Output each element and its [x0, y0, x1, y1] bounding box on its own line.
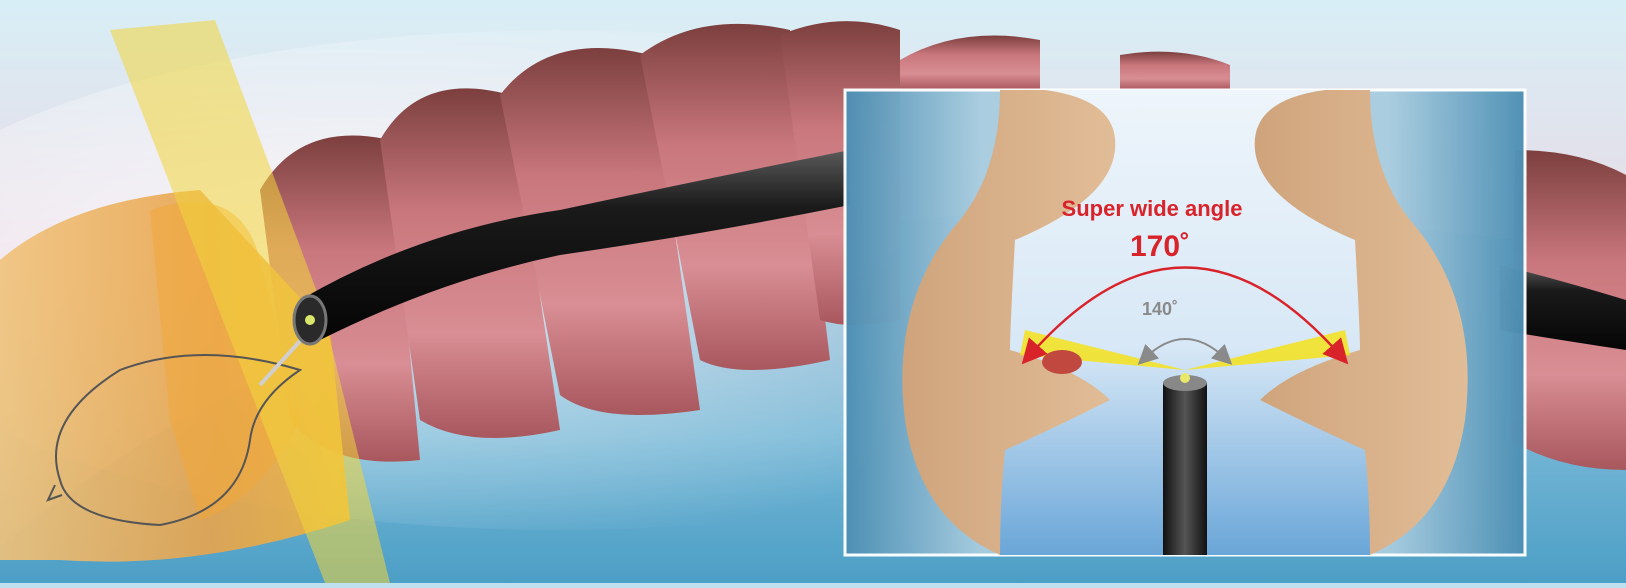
- wide-angle-value: 170˚: [1100, 230, 1220, 264]
- inset-panel: [845, 90, 1525, 555]
- inset-endoscope: [1163, 383, 1207, 555]
- inset-title: Super wide angle: [1032, 196, 1272, 222]
- standard-angle-value: 140˚: [1130, 299, 1190, 320]
- endoscope-lens: [305, 315, 315, 325]
- inset-lens: [1180, 373, 1190, 383]
- lesion: [1042, 350, 1082, 374]
